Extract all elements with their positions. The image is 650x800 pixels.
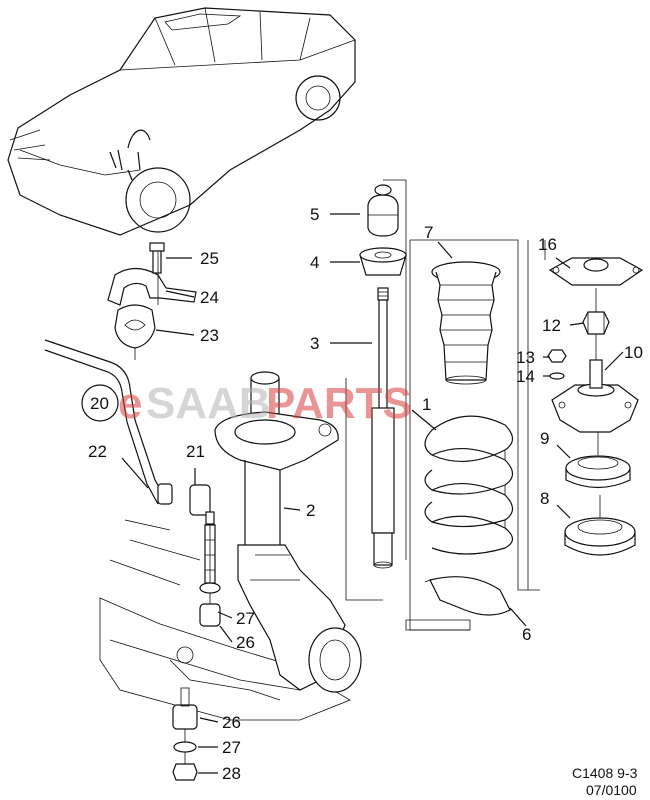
watermark-suffix: PARTS [266,379,412,428]
stabilizer-bar [44,339,167,505]
callout-4: 4 [310,253,319,272]
upper-spring-seat [564,517,636,556]
strut-housing-knuckle [214,371,362,693]
callout-8: 8 [540,489,549,508]
callout-26-lower: 26 [222,713,241,732]
dust-boot [431,261,501,385]
callout-1: 1 [422,395,431,414]
stabilizer-bushing [114,304,156,349]
callout-20: 20 [90,394,109,413]
callout-3: 3 [310,334,319,353]
callout-24: 24 [200,288,219,307]
callout-20-circle [81,384,119,422]
callout-22: 22 [88,442,107,461]
bracket-bolt [149,242,165,274]
shock-absorber [371,287,395,569]
callout-5: 5 [310,205,319,224]
callout-23: 23 [200,326,219,345]
callout-14: 14 [516,367,535,386]
callout-26-upper: 26 [236,633,255,652]
callout-25: 25 [200,249,219,268]
spring-seat-lower [424,576,511,616]
callout-12: 12 [542,316,561,335]
bump-stop-cup [359,247,407,276]
link-bushings-upper [199,582,221,627]
watermark-prefix: e [118,379,142,428]
top-plate [548,257,644,286]
leader-lines [121,213,624,774]
callout-6: 6 [522,625,531,644]
callout-21: 21 [186,442,205,461]
callout-10: 10 [624,343,643,362]
strut-bearing [565,455,631,489]
callout-7: 7 [424,223,433,242]
callout-16: 16 [538,235,557,254]
bump-stop [367,184,399,237]
subframe [99,519,351,721]
callout-9: 9 [540,429,549,448]
strut-top-mount [551,359,639,433]
bushing-bracket [107,267,197,306]
callout-28: 28 [222,764,241,783]
assembly-lines [134,179,601,764]
callout-27-lower: 27 [222,738,241,757]
watermark: e SAAB PARTS [118,379,412,428]
car-illustration [7,7,356,236]
watermark-brand: SAAB [146,379,271,428]
reference-code: C1408 9-3 [572,765,638,781]
callout-2: 2 [306,501,315,520]
reference-date: 07/0100 [586,782,637,798]
stabilizer-link [157,483,216,584]
coil-spring [424,415,514,555]
small-nut-washer [547,349,567,380]
callout-27-upper: 27 [236,609,255,628]
lock-nut [582,311,610,335]
callout-13: 13 [516,348,535,367]
callout-numbers: 5 4 3 2 7 1 6 16 12 13 14 10 9 8 25 24 2… [81,205,643,783]
reference-block: C1408 9-3 07/0100 [572,765,638,798]
